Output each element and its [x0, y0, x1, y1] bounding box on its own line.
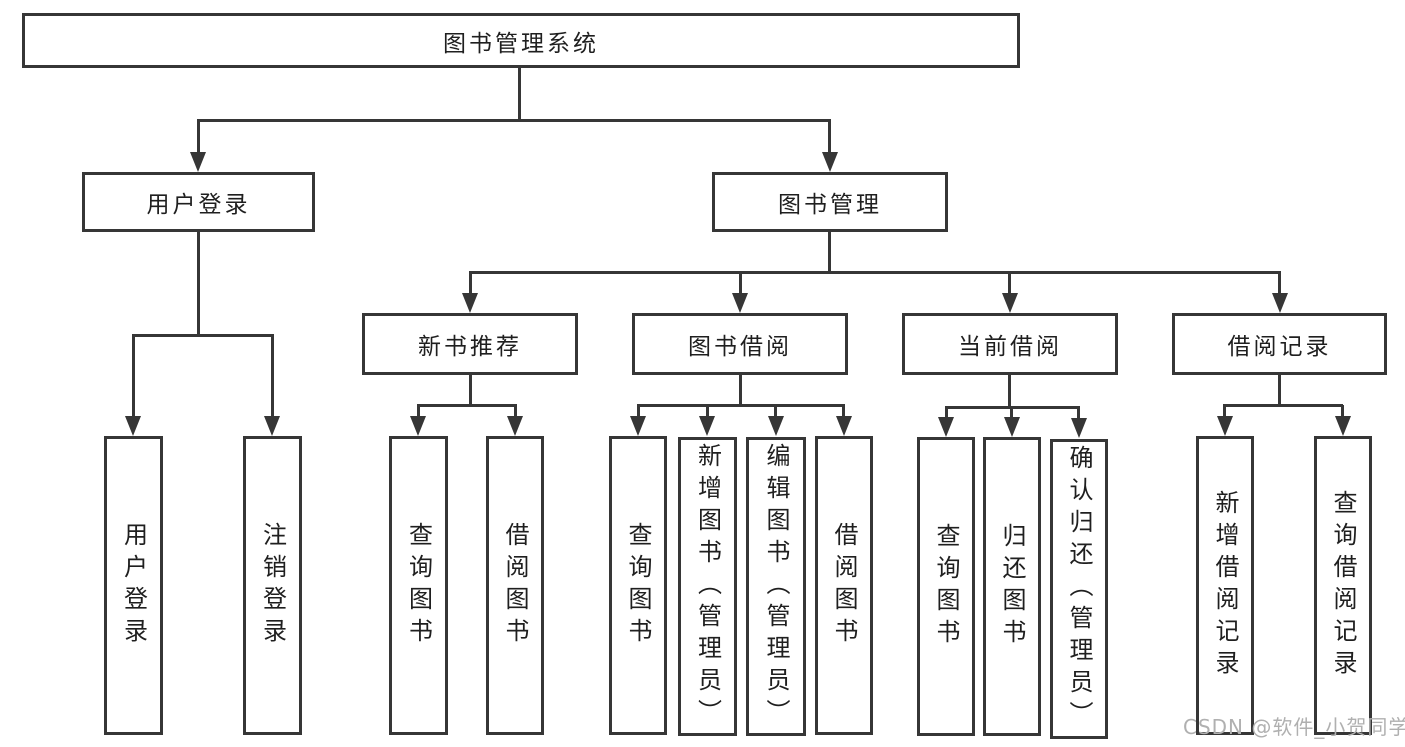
arrow-down-icon [1272, 293, 1288, 313]
leaf-label: 查询图书 [932, 522, 960, 651]
leaf-label: 归还图书 [998, 522, 1026, 651]
connector-line [1341, 405, 1344, 417]
node-book-management: 图书管理 [712, 172, 948, 232]
arrow-down-icon [125, 416, 141, 436]
connector-line [469, 272, 472, 294]
leaf-user-login: 用户登录 [104, 436, 163, 735]
connector-line [1010, 407, 1013, 418]
leaf-label: 注销登录 [258, 521, 287, 650]
leaf-add-borrow-record: 新增借阅记录 [1196, 436, 1254, 735]
connector-line [1008, 272, 1011, 294]
leaf-confirm-return-admin: 确认归还（管理员） [1050, 439, 1108, 739]
leaf-label: 查询图书 [624, 521, 652, 650]
connector-line [1278, 272, 1281, 294]
arrow-down-icon [1071, 418, 1087, 438]
leaf-label: 确认归还（管理员） [1065, 445, 1093, 733]
connector-line [637, 405, 640, 417]
connector-line [828, 120, 831, 153]
leaf-label: 新增图书（管理员） [693, 442, 722, 731]
watermark: CSDN @软件_小贺同学 [1183, 715, 1405, 739]
leaf-label: 借阅图书 [501, 521, 529, 650]
leaf-edit-book-admin: 编辑图书（管理员） [746, 437, 806, 736]
node-new-book-recommend: 新书推荐 [362, 313, 578, 375]
connector-line [197, 120, 200, 153]
connector-line [197, 232, 200, 336]
leaf-logout: 注销登录 [243, 436, 302, 735]
node-current-borrowing: 当前借阅 [902, 313, 1118, 375]
connector-line [739, 272, 742, 294]
node-borrowing-records: 借阅记录 [1172, 313, 1387, 375]
arrow-down-icon [264, 416, 280, 436]
connector-line [1278, 375, 1281, 406]
connector-line [739, 375, 742, 406]
arrow-down-icon [1335, 416, 1351, 436]
connector-line [1223, 404, 1343, 407]
connector-line [1077, 407, 1080, 418]
connector-line [514, 405, 517, 417]
leaf-query-borrow-record: 查询借阅记录 [1314, 436, 1372, 735]
connector-line [469, 271, 1281, 274]
connector-line [637, 404, 845, 407]
leaf-label: 编辑图书（管理员） [762, 442, 790, 731]
connector-line [774, 405, 777, 417]
connector-line [417, 405, 420, 417]
arrow-down-icon [507, 416, 523, 436]
node-book-borrowing: 图书借阅 [632, 313, 848, 375]
arrow-down-icon [836, 416, 852, 436]
node-library-system: 图书管理系统 [22, 13, 1020, 68]
leaf-query-book-borrowing: 查询图书 [609, 436, 667, 735]
connector-line [469, 375, 472, 406]
connector-line [1223, 405, 1226, 417]
arrow-down-icon [462, 293, 478, 313]
arrow-down-icon [1217, 416, 1233, 436]
leaf-label: 查询图书 [404, 521, 433, 650]
leaf-query-book-current: 查询图书 [917, 437, 975, 736]
arrow-down-icon [190, 152, 206, 172]
arrow-down-icon [1002, 293, 1018, 313]
connector-line [132, 334, 274, 337]
leaf-label: 新增借阅记录 [1211, 489, 1239, 682]
leaf-borrow-book-recommend: 借阅图书 [486, 436, 544, 735]
leaf-borrow-book-borrowing: 借阅图书 [815, 436, 873, 735]
connector-line [518, 68, 521, 121]
connector-line [271, 335, 274, 416]
arrow-down-icon [768, 416, 784, 436]
connector-line [417, 404, 517, 407]
arrow-down-icon [630, 416, 646, 436]
leaf-query-book-recommend: 查询图书 [389, 436, 448, 735]
leaf-add-book-admin: 新增图书（管理员） [678, 437, 737, 736]
connector-line [706, 405, 709, 417]
leaf-label: 查询借阅记录 [1329, 489, 1357, 682]
arrow-down-icon [410, 416, 426, 436]
arrow-down-icon [822, 152, 838, 172]
node-user-login: 用户登录 [82, 172, 315, 232]
connector-line [1008, 375, 1011, 408]
arrow-down-icon [1004, 417, 1020, 437]
leaf-label: 借阅图书 [830, 521, 858, 650]
connector-line [842, 405, 845, 417]
connector-line [945, 407, 948, 418]
arrow-down-icon [938, 417, 954, 437]
connector-line [132, 335, 135, 416]
leaf-return-book: 归还图书 [983, 437, 1041, 736]
arrow-down-icon [732, 293, 748, 313]
connector-line [828, 232, 831, 273]
leaf-label: 用户登录 [119, 521, 148, 650]
connector-line [197, 119, 831, 122]
arrow-down-icon [699, 416, 715, 436]
